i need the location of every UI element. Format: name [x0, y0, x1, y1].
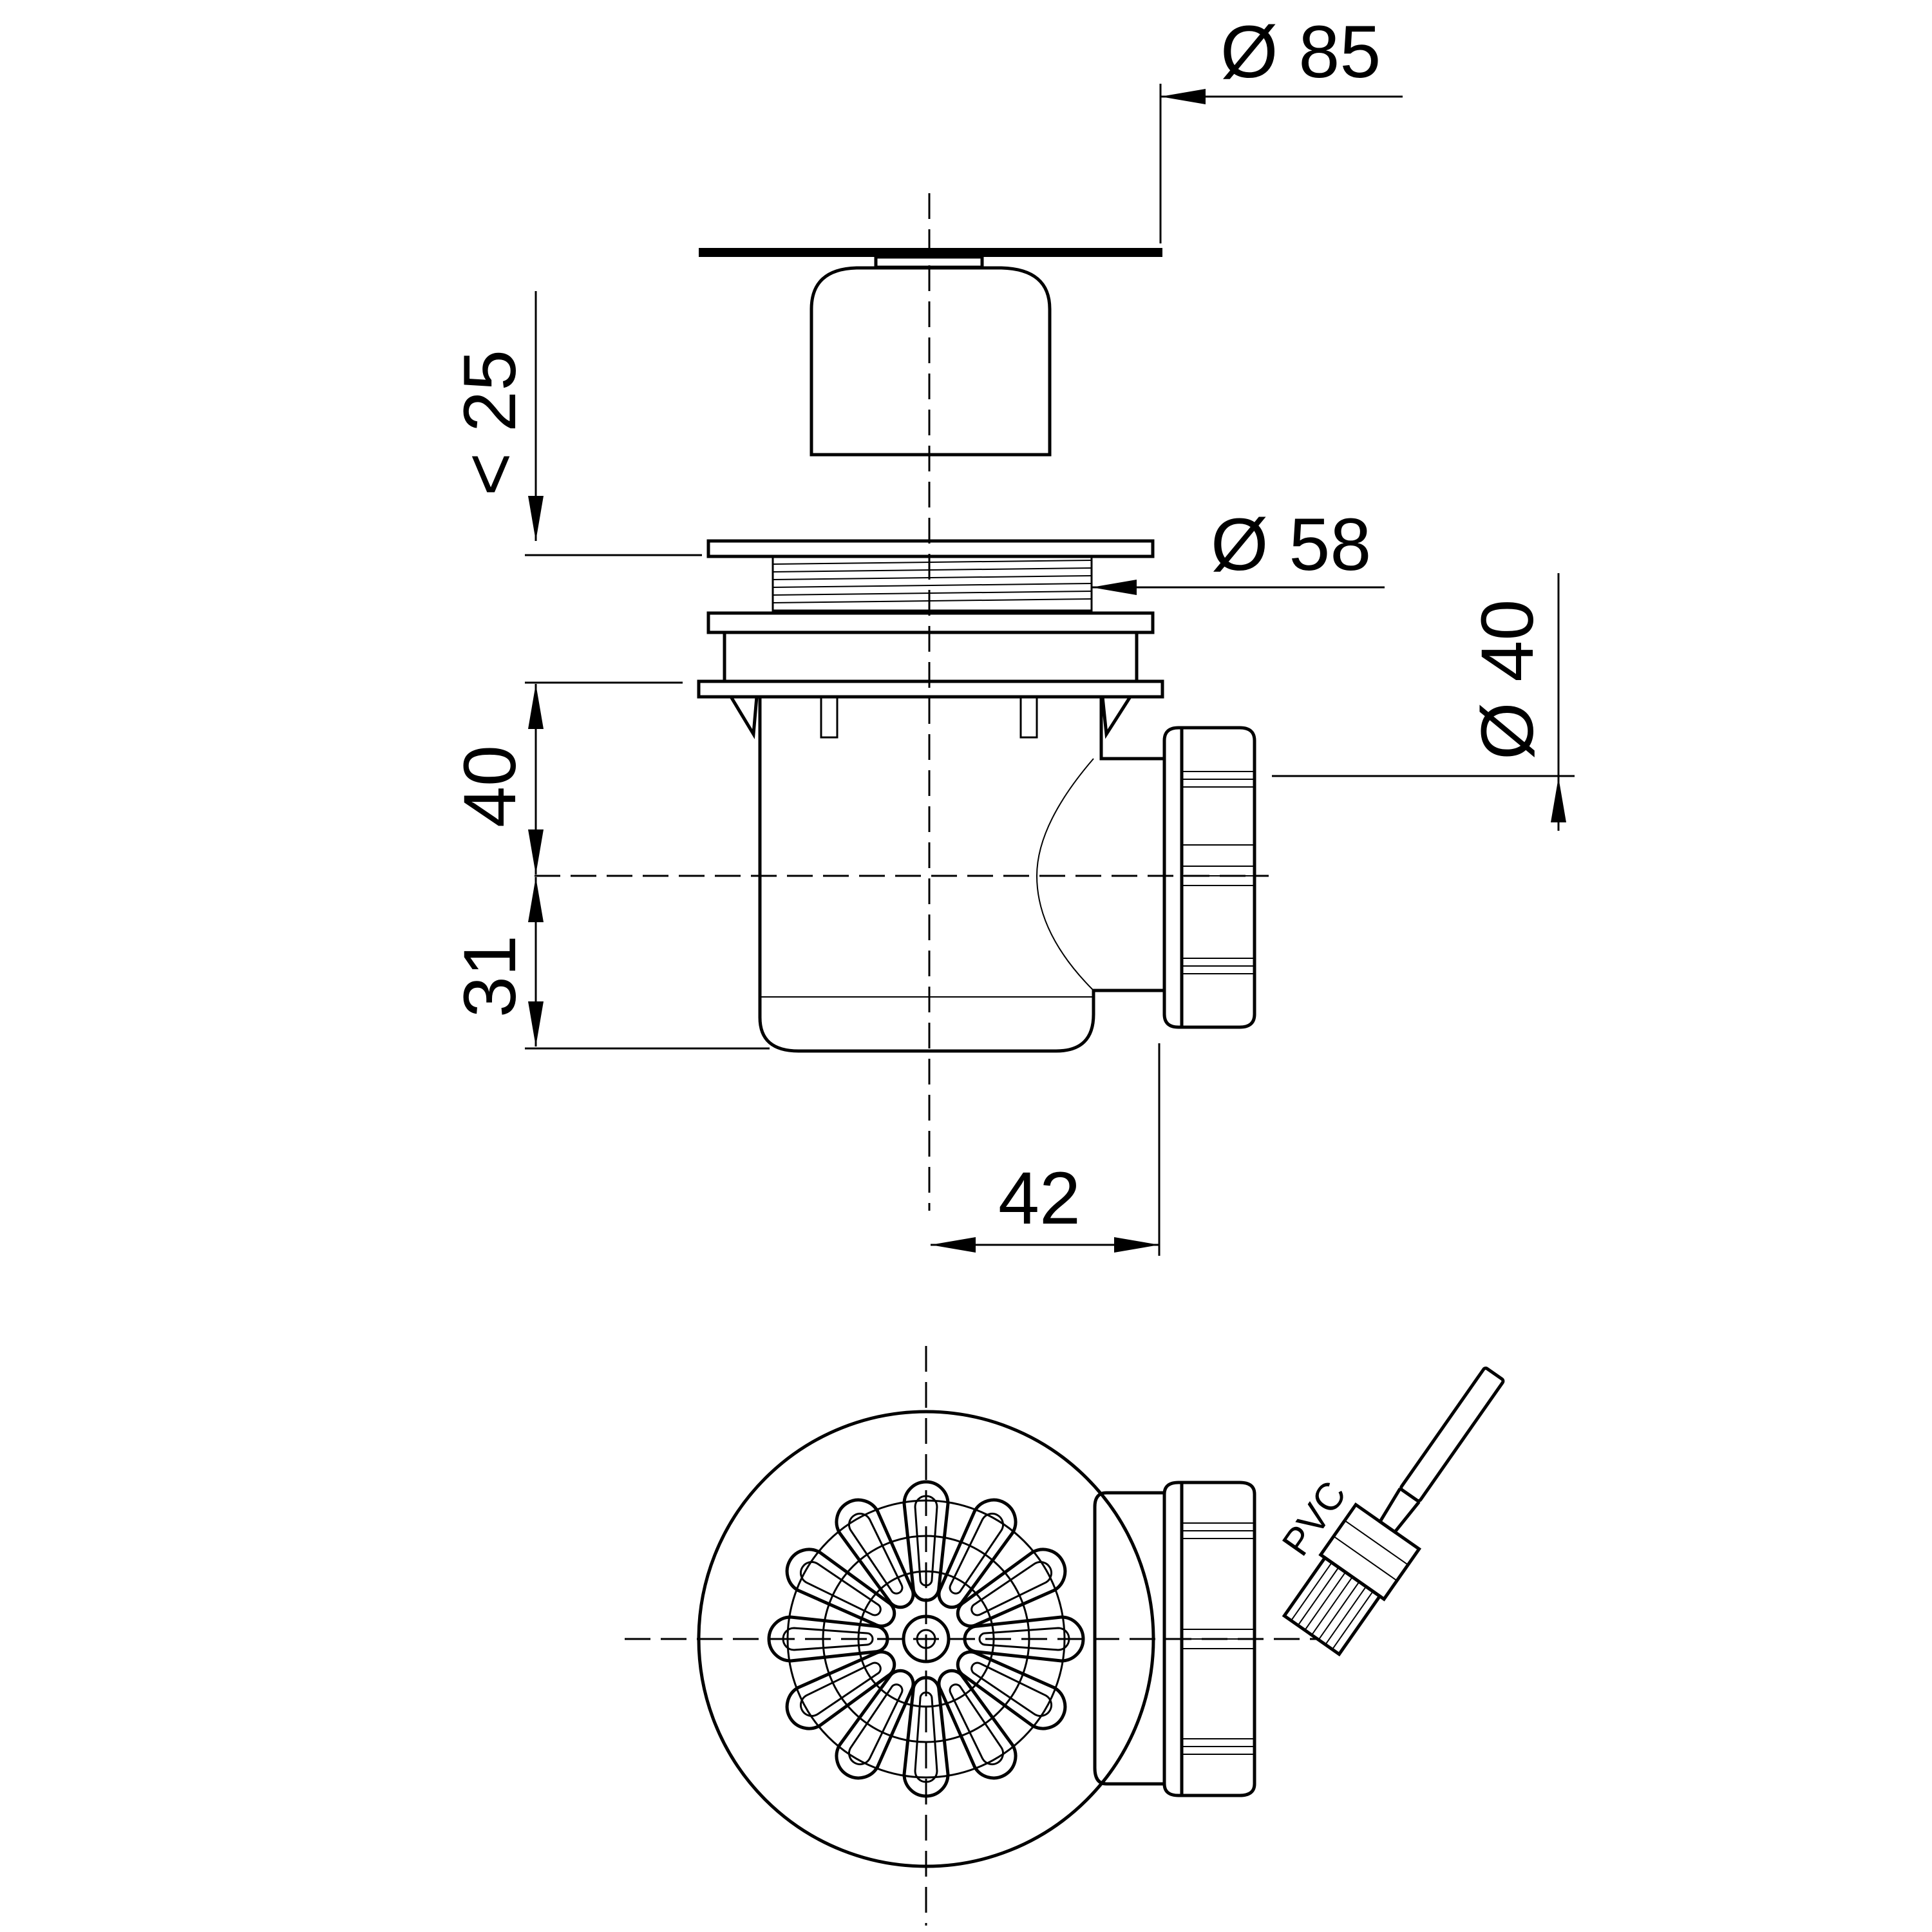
grate-slot-outline — [937, 1669, 1018, 1780]
dimension-dia-85-label: Ø 85 — [1220, 11, 1381, 93]
nut-grip-lines — [1182, 771, 1255, 974]
thread-lines — [772, 560, 1092, 603]
grate-slot — [956, 1548, 1067, 1628]
body-collar-lower — [723, 630, 1139, 683]
dimension-dia-40-label: Ø 40 — [1466, 600, 1549, 760]
top-view — [625, 1346, 1317, 1926]
pvc-label: PVC — [1274, 1473, 1355, 1563]
base-flange — [697, 679, 1164, 699]
grate-slot-outline — [902, 1480, 950, 1602]
grate-slot-opening — [848, 1513, 904, 1595]
grate-slot — [835, 1669, 915, 1780]
grate-slot-outline — [835, 1498, 915, 1609]
grate-ring-overlay — [822, 1535, 1030, 1743]
grate-ring-outer — [786, 1499, 1066, 1779]
grate-slot-outline — [767, 1615, 889, 1663]
grate-center-ring — [902, 1615, 951, 1663]
grate-outer-disc — [697, 1410, 1155, 1868]
side-view: Ø 85 < 25 Ø 58 40 31 42 — [449, 11, 1575, 1256]
dimension-h-40: 40 — [449, 681, 683, 875]
grate-slot-opening — [949, 1513, 1004, 1595]
dimension-h-40-label: 40 — [449, 745, 531, 828]
body-collar — [706, 611, 1155, 634]
top-outlet-body — [1093, 1491, 1166, 1786]
dimension-lt-25: < 25 — [449, 291, 702, 556]
grate-slot — [902, 1676, 950, 1798]
right-bracket — [1101, 696, 1132, 739]
grate-slot-outline — [835, 1669, 915, 1780]
dimension-dia-85: Ø 85 — [1159, 11, 1403, 243]
dimension-w-42: 42 — [931, 1043, 1160, 1256]
grate-slot-opening — [782, 1627, 874, 1651]
grate-slot-opening — [978, 1627, 1070, 1651]
grate-slot-outline — [937, 1498, 1018, 1609]
grate-slot — [785, 1548, 896, 1628]
dimension-dia-58-label: Ø 58 — [1211, 504, 1371, 586]
tab-left — [820, 697, 838, 739]
grate-flange — [706, 539, 1155, 558]
dimension-dia-58: Ø 58 — [1092, 504, 1385, 595]
cover-plate — [699, 248, 1162, 257]
grate-slot-opening — [914, 1495, 938, 1587]
grate-slot-outline — [902, 1676, 950, 1798]
dimension-dia-40: Ø 40 — [1272, 573, 1575, 831]
cover-stem — [874, 255, 984, 269]
grate-slot-opening — [800, 1561, 882, 1616]
grate-slot-outline — [785, 1548, 896, 1628]
dimension-lt-25-label: < 25 — [449, 350, 531, 496]
grate-slot-opening — [971, 1561, 1052, 1616]
cover-cap — [810, 266, 1052, 457]
grate-center-hole — [916, 1629, 936, 1649]
outlet-curve — [1036, 758, 1094, 991]
grate-slot — [902, 1480, 950, 1602]
grate-slot-opening — [949, 1683, 1004, 1765]
brush-handle — [1399, 1367, 1505, 1502]
grate-slot-opening — [800, 1662, 882, 1717]
dimension-h-31: 31 — [449, 877, 770, 1050]
grate-slot-outline — [963, 1615, 1085, 1663]
grate-slot — [937, 1498, 1018, 1609]
grate-ring-inner — [857, 1570, 995, 1708]
trap-body — [758, 697, 1164, 1053]
grate-slot — [956, 1650, 1067, 1730]
top-nut-grip-lines — [1182, 1522, 1255, 1755]
grate-slot-opening — [914, 1691, 938, 1783]
brush-neck — [1378, 1488, 1421, 1535]
grate-slot-opening — [848, 1683, 904, 1765]
outlet-nut — [1162, 726, 1256, 1029]
tab-right — [1019, 697, 1038, 739]
grate-slot-outline — [785, 1650, 896, 1730]
grate-slot-outline — [956, 1548, 1067, 1628]
dimension-h-31-label: 31 — [449, 935, 531, 1018]
dimension-w-42-label: 42 — [998, 1157, 1081, 1240]
grate-pattern — [767, 1480, 1085, 1798]
grate-slot-outline — [956, 1650, 1067, 1730]
grate-slot — [767, 1615, 889, 1663]
grate-slot-opening — [971, 1662, 1052, 1717]
grate-slot — [963, 1615, 1085, 1663]
left-bracket — [729, 696, 759, 739]
pvc-glue-brush — [1282, 1367, 1505, 1657]
grate-slot — [937, 1669, 1018, 1780]
grate-slot — [835, 1498, 915, 1609]
top-outlet-nut — [1162, 1481, 1256, 1797]
grate-slot — [785, 1650, 896, 1730]
